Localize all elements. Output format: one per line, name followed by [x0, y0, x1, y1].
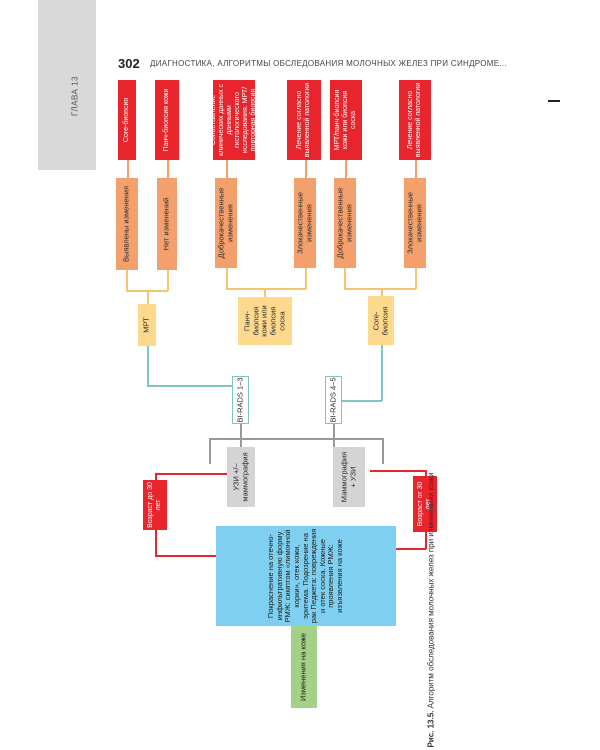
margin-dash — [548, 100, 560, 102]
age-under-30: Возраст до 30 лет — [143, 480, 167, 530]
outcome-no-changes: Нет изменений — [157, 178, 177, 270]
connector-punch-up — [264, 288, 266, 297]
result-mri-punch: МРТ/панч-биопсия кожи или биопсия соска — [330, 80, 362, 160]
root-skin-changes: Изменения на коже — [291, 626, 317, 708]
result-compare-clinical: Сопоставление клинических данных с данны… — [210, 80, 257, 160]
outcome-malignant-2: Злокачественные изменения — [404, 178, 426, 268]
result-core-biopsy: Core-биопсия — [118, 80, 136, 160]
connector-core-left — [344, 268, 346, 289]
connector-benign-1-result — [226, 160, 228, 178]
page-number: 302 — [118, 56, 140, 71]
connector-birads-high-core — [333, 400, 382, 402]
bracket-exams-main — [209, 438, 383, 440]
connector-core-up — [381, 288, 383, 296]
bracket-exams-right — [382, 438, 384, 464]
connector-punch-bracket — [226, 288, 306, 290]
result-treatment-1: Лечение согласно выявленной патологии — [287, 80, 321, 160]
outcome-changes-found: Выявлены изменения — [116, 178, 138, 270]
connector-core-right — [415, 268, 417, 289]
bracket-exams-left-mid — [240, 438, 242, 447]
connector-core-bracket — [344, 288, 416, 290]
connector-mri-up — [147, 290, 149, 304]
symptoms-box: Покраснение на отечно-инфильтративную фо… — [216, 526, 396, 626]
outcome-benign-2: Доброкачественные изменения — [334, 178, 356, 268]
connector-no-changes-result — [167, 160, 169, 178]
result-punch-biopsy: Панч-биопсия кожи — [155, 80, 179, 160]
bracket-exams-left — [209, 438, 211, 464]
running-header: ДИАГНОСТИКА, АЛГОРИТМЫ ОБСЛЕДОВАНИЯ МОЛО… — [150, 59, 507, 68]
connector-mri-right — [167, 270, 169, 291]
connector-benign-2-result — [345, 160, 347, 178]
procedure-punch-biopsy: Панч-биопсия кожи или биопсия соска — [238, 297, 292, 345]
procedure-core-biopsy: Core-биопсия — [368, 296, 394, 345]
chapter-sidebar — [38, 0, 96, 170]
connector-core-stem — [381, 345, 383, 401]
connector-mri-bracket — [126, 290, 168, 292]
connector-age-under-exam-h — [155, 473, 231, 475]
caption-label: Рис. 13.5. — [426, 710, 436, 748]
connector-symptoms-age-over — [396, 548, 426, 550]
connector-bracket-birads-high — [333, 424, 335, 439]
caption-text: Алгоритм обследования молочных желез при… — [426, 472, 436, 709]
connector-malignant-1-result — [305, 160, 307, 178]
connector-symptoms-age-under — [155, 555, 216, 557]
connector-age-under-stem — [155, 530, 157, 556]
result-treatment-2: Лечение согласно выявленной патологии — [399, 80, 431, 160]
outcome-benign-1: Доброкачественные изменения — [215, 178, 237, 268]
connector-bracket-birads-low — [240, 424, 242, 439]
outcome-malignant-1: Злокачественные изменения — [294, 178, 316, 268]
connector-age-over-stem — [425, 532, 427, 549]
connector-punch-left — [226, 268, 228, 289]
bracket-exams-right-mid — [333, 438, 335, 447]
connector-age-over-exam-h — [370, 470, 426, 472]
procedure-mri: МРТ — [138, 304, 156, 346]
exam-mammography-ultrasound: Маммография + УЗИ — [333, 447, 365, 507]
connector-changes-found-result — [127, 160, 129, 178]
connector-malignant-2-result — [415, 160, 417, 178]
chapter-label: ГЛАВА 13 — [70, 76, 80, 116]
exam-ultrasound-mammography: УЗИ +/– маммография — [227, 447, 255, 507]
connector-mri-stem — [147, 346, 149, 386]
connector-punch-right — [305, 268, 307, 289]
age-over-30: Возраст от 30 лет — [413, 476, 437, 532]
connector-mri-left — [126, 270, 128, 291]
birads-4-5: BI-RADS 4–5 — [325, 376, 342, 424]
birads-1-3: BI-RADS 1–3 — [232, 376, 249, 424]
connector-birads-low-mri — [147, 385, 241, 387]
figure-caption: Рис. 13.5. Алгоритм обследования молочны… — [424, 472, 438, 747]
